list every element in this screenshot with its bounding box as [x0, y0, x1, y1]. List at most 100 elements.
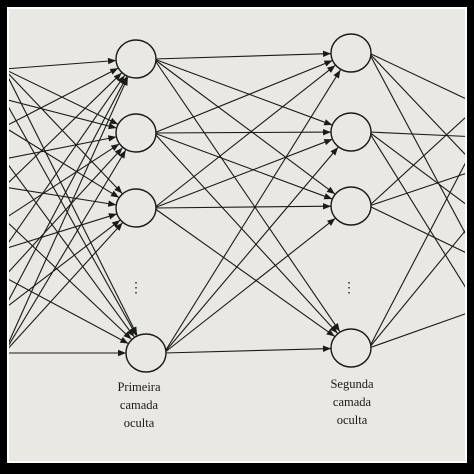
hidden1-neuron-0 — [115, 39, 157, 79]
edge-input2-h1n0-arrowhead — [109, 68, 119, 75]
edge-h2n2-out4 — [368, 205, 465, 253]
edge-input7-h1n3 — [9, 279, 129, 345]
edge-input4-h1n0 — [9, 72, 123, 183]
edge-h1n1-h2n1 — [153, 131, 332, 134]
edge-input9-h1n2 — [9, 222, 123, 349]
edge-input5-h1n1 — [9, 143, 120, 217]
edge-h2n2-out0 — [368, 117, 465, 207]
edge-h1n0-h2n3 — [153, 58, 341, 332]
edge-h1n1-h2n0 — [153, 60, 333, 134]
edge-input9-h1n1-arrowhead — [118, 150, 126, 159]
hidden1-neuron-2 — [115, 188, 157, 228]
edge-input8-h1n0 — [9, 76, 128, 301]
edge-h1n1-h2n2-arrowhead — [323, 193, 333, 200]
edge-input4-h1n2-arrowhead — [107, 200, 117, 207]
layer2-label-line3: oculta — [337, 413, 368, 427]
hidden2-neuron-0 — [330, 33, 372, 73]
neural-network-diagram: ⋮ ⋮ Primeira camada oculta Segunda camad… — [9, 33, 465, 430]
layer1-label-line1: Primeira — [117, 380, 160, 394]
edge-input0-h1n1-arrowhead — [109, 117, 119, 125]
diagram-paper: ⋮ ⋮ Primeira camada oculta Segunda camad… — [7, 7, 467, 463]
edge-h1n1-h2n2 — [153, 132, 333, 200]
edge-h1n0-h2n2 — [153, 58, 336, 195]
hidden1-neuron-1 — [115, 113, 157, 153]
edge-input0-h1n0-arrowhead — [107, 57, 117, 65]
edge-h1n0-h2n0 — [153, 53, 332, 60]
edge-input6-h1n0 — [9, 75, 126, 243]
edge-input9-h1n0 — [9, 77, 129, 344]
edge-h2n1-out1 — [368, 131, 465, 137]
edge-input5-h1n3 — [9, 222, 132, 340]
edge-input6-h1n2-arrowhead — [108, 213, 117, 220]
edge-input5-h1n3-arrowhead — [123, 331, 132, 340]
edge-input1-h1n1-arrowhead — [108, 122, 117, 130]
connections — [9, 50, 465, 357]
hidden2-neuron-1 — [330, 112, 372, 152]
edge-h2n1-out5 — [368, 131, 465, 288]
edge-input9-h1n2-arrowhead — [114, 222, 123, 231]
edge-input4-h1n0-arrowhead — [113, 72, 122, 81]
edge-h1n3-h2n2-arrowhead — [327, 218, 336, 226]
edge-input0-h1n0 — [9, 59, 117, 70]
edge-input3-h1n3-arrowhead — [126, 328, 135, 337]
edge-input7-h1n1-arrowhead — [114, 147, 123, 156]
edge-h1n0-h2n0-arrowhead — [322, 50, 332, 58]
hidden2-neuron-3 — [330, 328, 372, 368]
hidden2-neuron-2 — [330, 186, 372, 226]
edge-h1n2-h2n1-arrowhead — [323, 139, 333, 146]
edge-h1n2-h2n0-arrowhead — [327, 65, 336, 73]
edge-h1n2-h2n3-arrowhead — [326, 329, 335, 337]
edge-input4-h1n2 — [9, 187, 117, 206]
edge-h1n3-h2n0 — [163, 69, 341, 354]
edge-input6-h1n2 — [9, 213, 118, 249]
edge-input9-h1n3-arrowhead — [118, 349, 126, 357]
edge-h1n3-h2n3-arrowhead — [322, 345, 332, 352]
neurons — [115, 33, 372, 373]
edge-input2-h1n2-arrowhead — [110, 190, 119, 198]
layer1-label-line2: camada — [120, 398, 159, 412]
layer1-label-line3: oculta — [124, 416, 155, 430]
edge-input3-h1n1-arrowhead — [107, 135, 117, 142]
edge-h1n3-h2n3 — [163, 347, 332, 354]
edge-h2n1-out3 — [368, 131, 465, 205]
edge-h1n0-h2n1-arrowhead — [323, 119, 333, 126]
edge-h1n1-h2n1-arrowhead — [322, 128, 332, 136]
edge-h2n3-out1 — [368, 162, 465, 349]
hidden1-neuron-3 — [125, 333, 167, 373]
edge-h1n2-h2n1 — [153, 138, 333, 209]
layer2-label-line2: camada — [333, 395, 372, 409]
edge-h1n3-h2n1-arrowhead — [330, 147, 339, 156]
edge-input3-h1n3 — [9, 164, 135, 338]
edge-input5-h1n1-arrowhead — [110, 143, 120, 151]
edge-h1n2-h2n3 — [153, 207, 336, 337]
layer2-label-line1: Segunda — [330, 377, 374, 391]
edge-h1n2-h2n0 — [153, 64, 336, 209]
edge-h1n1-h2n3 — [153, 132, 338, 334]
edge-h1n2-h2n2-arrowhead — [322, 203, 332, 210]
edge-input7-h1n1 — [9, 147, 123, 273]
edge-input0-h1n2 — [9, 73, 123, 194]
edge-input0-h1n1 — [9, 70, 119, 125]
edge-input7-h1n3-arrowhead — [119, 336, 129, 344]
edge-input8-h1n2-arrowhead — [111, 220, 121, 228]
edge-h2n3-out5 — [368, 313, 465, 349]
edge-input2-h1n2 — [9, 129, 120, 199]
edge-input3-h1n1 — [9, 136, 117, 159]
edge-input0-h1n3 — [9, 77, 138, 336]
edge-input8-h1n2 — [9, 219, 121, 306]
edge-h2n0-out2 — [368, 52, 465, 156]
edge-h2n3-out3 — [368, 230, 465, 349]
layer2-ellipsis: ⋮ — [342, 280, 356, 296]
edge-input1-h1n3-arrowhead — [129, 326, 137, 336]
edge-h1n3-h2n2 — [163, 217, 336, 354]
edge-h2n2-out2 — [368, 173, 465, 207]
edge-h1n3-h2n0-arrowhead — [333, 69, 341, 79]
edge-input2-h1n0 — [9, 67, 119, 126]
edge-h1n1-h2n0-arrowhead — [323, 60, 333, 67]
edge-h1n0-h2n2-arrowhead — [326, 186, 335, 195]
edge-input0-h1n2-arrowhead — [114, 185, 123, 194]
edge-h1n0-h2n3-arrowhead — [332, 323, 340, 332]
edge-h1n2-h2n2 — [153, 205, 332, 209]
edge-h1n3-h2n1 — [163, 146, 339, 354]
